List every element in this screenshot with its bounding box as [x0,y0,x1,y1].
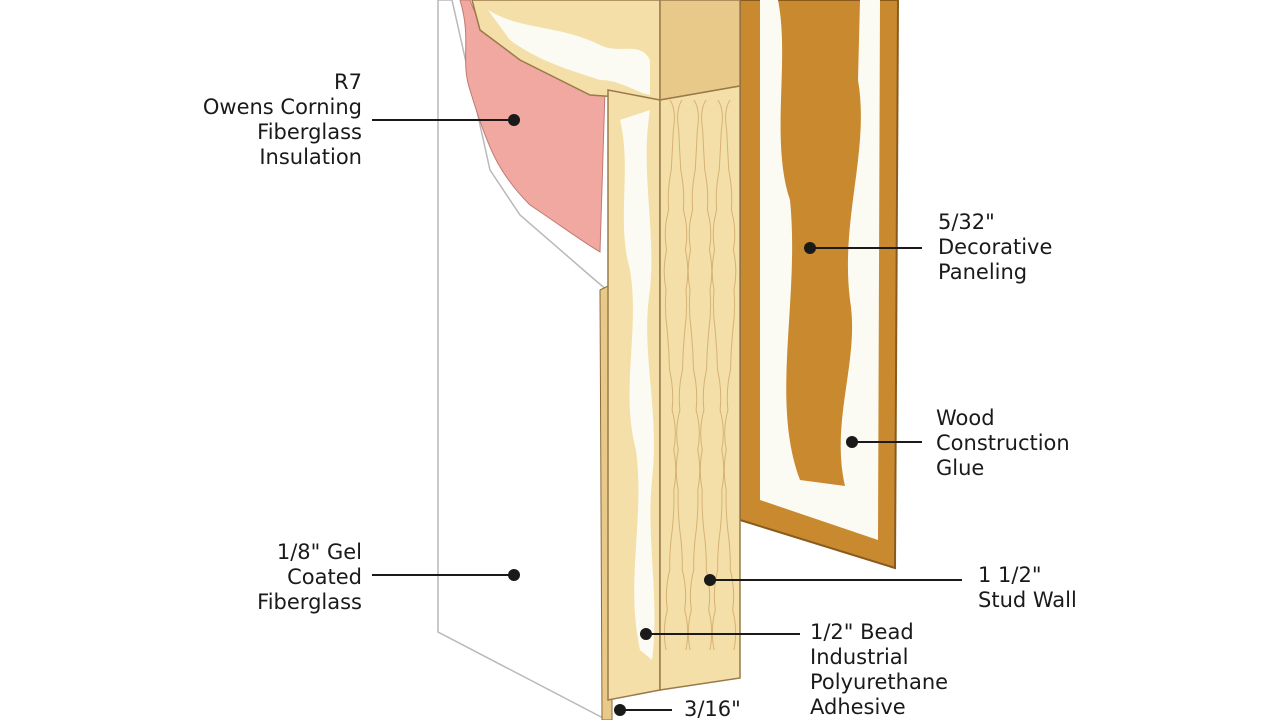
stud-adhesive-bead [620,110,655,660]
decorative-paneling [739,0,900,570]
label-adhesive-line-3: Polyurethane [810,670,949,694]
label-glue: Wood Construction Glue [936,406,1136,481]
leader-lines [372,114,962,716]
label-adhesive: 1/2" Bead Industrial Polyurethane Adhesi… [810,620,1010,715]
label-gelcoat: 1/8" Gel Coated Fiberglass [160,540,362,615]
leader-gelcoat-dot [508,569,520,581]
stud-front [659,85,741,691]
label-insulation: R7 Owens Corning Fiberglass Insulation [150,70,362,170]
wood-grain-line [663,99,677,651]
leader-insulation-dot [508,114,520,126]
label-insulation-line-1: R7 [334,70,362,94]
label-adhesive-line-2: Industrial [810,645,909,669]
leader-adhesive-dot [640,628,652,640]
label-adhesive-line-1: 1/2" Bead [810,620,914,644]
wood-grain-line [723,99,737,651]
label-stud-line-1: 1 1/2" [978,563,1042,587]
label-glue-line-1: Wood [936,406,995,430]
label-glue-line-2: Construction [936,431,1070,455]
label-paneling-line-3: Paneling [938,260,1028,284]
top-plate [471,0,741,101]
label-stud-line-2: Stud Wall [978,588,1077,612]
stud-wall [607,85,741,701]
label-gelcoat-line-3: Fiberglass [257,590,362,614]
label-gelcoat-line-1: 1/8" Gel [276,540,362,564]
label-stud: 1 1/2" Stud Wall [978,563,1138,613]
leader-thickness-dot [614,704,626,716]
wood-grain-line [687,99,701,651]
top-glue-line [488,10,650,95]
wood-grain-line [699,99,713,651]
label-insulation-line-3: Fiberglass [257,120,362,144]
label-paneling-line-1: 5/32" [938,210,995,234]
label-thickness-line-1: 3/16" [684,697,741,721]
paneling-glue-border [760,0,880,540]
wood-grain-line [711,99,725,651]
fiberglass-sheet [437,0,608,720]
label-insulation-line-4: Insulation [259,145,362,169]
top-plate-end [659,0,741,101]
label-adhesive-line-4: Adhesive [810,695,906,715]
leader-glue-dot [846,436,858,448]
label-glue-line-3: Glue [936,456,985,480]
stud-wood-grain [663,99,737,651]
label-gelcoat-line-2: Coated [287,565,362,589]
wood-grain-line [675,99,689,651]
label-paneling-line-2: Decorative [938,235,1053,259]
label-insulation-line-2: Owens Corning [202,95,362,119]
label-thickness: 3/16" [684,697,784,722]
label-paneling: 5/32" Decorative Paneling [938,210,1138,285]
leader-paneling-dot [804,242,816,254]
leader-stud-dot [704,574,716,586]
